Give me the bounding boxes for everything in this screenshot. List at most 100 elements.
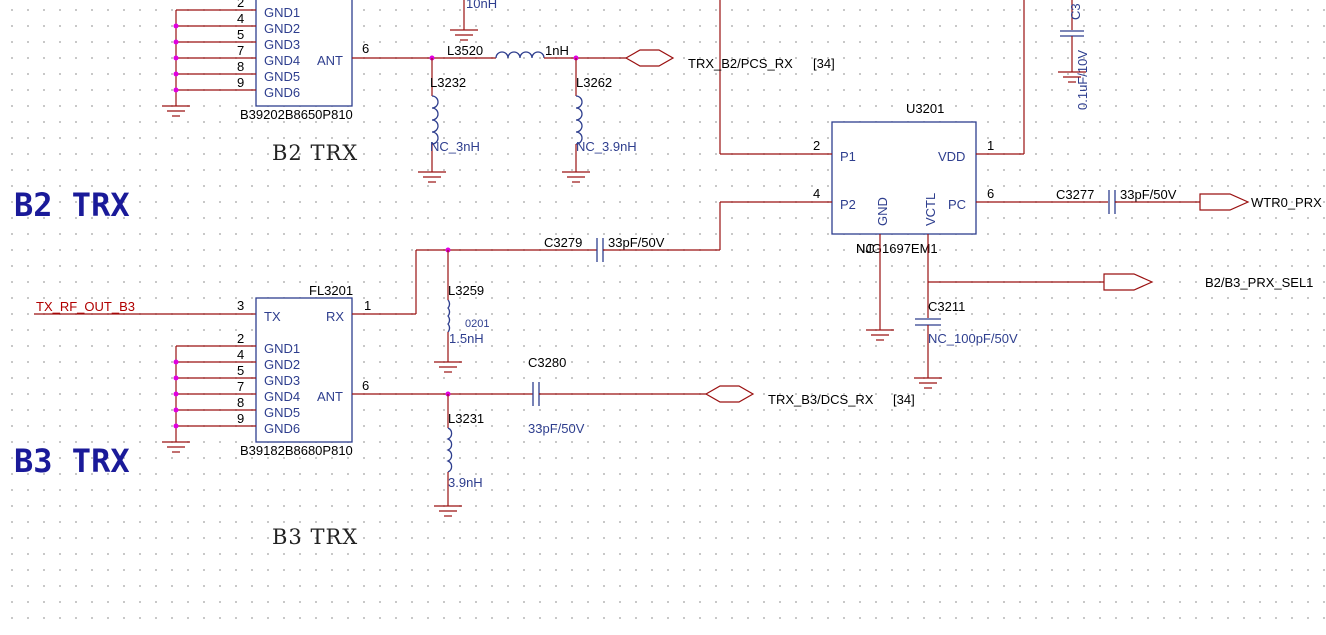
ref-l3259: L3259 xyxy=(448,283,484,298)
top-partial-capacitor: C3 0.1uF/10V xyxy=(1058,0,1090,110)
pin-label-tx: TX xyxy=(264,309,281,324)
capacitor-c3280[interactable]: C3280 33pF/50V xyxy=(528,355,706,436)
capacitor-c3211[interactable]: C3211 NC_100pF/50V xyxy=(914,299,1018,389)
ref-c3211: C3211 xyxy=(928,299,965,314)
capacitor-c3279[interactable]: C3279 33pF/50V xyxy=(448,235,720,262)
pin-number: 8 xyxy=(237,59,244,74)
inductor-l3262[interactable]: L3262 NC_3.9nH xyxy=(562,58,637,183)
ref-c3280: C3280 xyxy=(528,355,566,370)
value-l3520: 1nH xyxy=(545,43,569,58)
b3-rx-net: 1 xyxy=(352,247,451,315)
pin-label: GND6 xyxy=(264,85,300,100)
port-wtr0-prx[interactable] xyxy=(1199,193,1250,211)
pin-label: GND5 xyxy=(264,405,300,420)
pin-number: 6 xyxy=(987,186,994,201)
part-nc-u3201: NC xyxy=(856,241,875,256)
ref-fl3201: FL3201 xyxy=(309,283,353,298)
pin-label-ant: ANT xyxy=(317,53,343,68)
ref-l3520: L3520 xyxy=(447,43,483,58)
top-cap-value: 0.1uF/10V xyxy=(1075,50,1090,110)
pin-number: 9 xyxy=(237,75,244,90)
b3-section-title: B3 TRX xyxy=(14,442,130,480)
capacitor-c3277[interactable]: C3277 33pF/50V xyxy=(1056,187,1200,214)
pin-number: 5 xyxy=(237,363,244,378)
value-l3262: NC_3.9nH xyxy=(576,139,637,154)
inductor-l3231[interactable]: L3231 3.9nH xyxy=(434,394,484,517)
net-label-tx-rf-out: TX_RF_OUT_B3 xyxy=(36,299,135,314)
port-prx-sel[interactable] xyxy=(1103,273,1154,291)
pin-number: 3 xyxy=(237,298,244,313)
ref-c3279: C3279 xyxy=(544,235,582,250)
b3-section-label: B3 TRX xyxy=(272,525,358,549)
value-l3232: NC_3nH xyxy=(430,139,480,154)
ground-symbol xyxy=(434,505,462,517)
ground-symbol xyxy=(1058,71,1086,83)
value-c3279: 33pF/50V xyxy=(608,235,665,250)
part-number: B39182B8680P810 xyxy=(240,443,353,458)
ref-l3262: L3262 xyxy=(576,75,612,90)
pin-number: 2 xyxy=(813,138,820,153)
inductor-l3520[interactable] xyxy=(495,51,545,59)
ground-symbol xyxy=(450,29,478,41)
ground-symbol xyxy=(562,171,590,183)
switch-u3201[interactable]: U3201 P1 P2 VDD PC GND VCTL NJG1697EM1 N… xyxy=(831,101,977,256)
pin-number: 7 xyxy=(237,43,244,58)
pin-label: GND3 xyxy=(264,373,300,388)
b2-section-label: B2 TRX xyxy=(272,141,358,165)
pin-label: GND3 xyxy=(264,37,300,52)
pin-label: GND2 xyxy=(264,21,300,36)
pin-number: 1 xyxy=(364,298,371,313)
ref-c3277: C3277 xyxy=(1056,187,1094,202)
pin-label-p2: P2 xyxy=(840,197,856,212)
pin-number: 6 xyxy=(362,41,369,56)
ground-symbol xyxy=(434,361,462,373)
part-number-u3201: NJG1697EM1 xyxy=(856,241,938,256)
top-inductor-value: 10nH xyxy=(466,0,497,11)
value-c3211: NC_100pF/50V xyxy=(928,331,1018,346)
b3-ant-net: 6 xyxy=(352,378,533,397)
pin-number: 6 xyxy=(362,378,369,393)
inductor-l3232[interactable]: L3232 NC_3nH xyxy=(418,58,480,183)
pin-number: 2 xyxy=(237,331,244,346)
net-label: B2/B3_PRX_SEL1 xyxy=(1205,275,1313,290)
ref-l3232: L3232 xyxy=(430,75,466,90)
pin-number: 4 xyxy=(237,11,244,26)
pin-label: GND1 xyxy=(264,341,300,356)
net-sheet-ref: [34] xyxy=(813,56,835,71)
pin-number: 7 xyxy=(237,379,244,394)
value-c3277: 33pF/50V xyxy=(1120,187,1177,202)
b2-section-title: B2 TRX xyxy=(14,186,130,224)
port-trx-b3[interactable] xyxy=(704,385,755,403)
pin-label-gnd: GND xyxy=(875,197,890,226)
pin-label-vdd: VDD xyxy=(938,149,965,164)
net-label: TRX_B3/DCS_RX xyxy=(768,392,874,407)
pin-label: GND2 xyxy=(264,357,300,372)
pin-number: 4 xyxy=(237,347,244,362)
top-cap-ref: C3 xyxy=(1068,3,1083,20)
net-sheet-ref: [34] xyxy=(893,392,915,407)
pin-label: GND4 xyxy=(264,53,300,68)
ground-symbol xyxy=(418,171,446,183)
switch-wiring: 2 1 4 6 xyxy=(719,138,1108,341)
inductor-l3259[interactable]: L3259 0201 1.5nH xyxy=(434,250,489,373)
pin-number: 2 xyxy=(237,0,244,10)
pin-number: 9 xyxy=(237,411,244,426)
pin-label-pc: PC xyxy=(948,197,966,212)
ground-symbol xyxy=(162,105,190,117)
filter-fl3201[interactable]: FL3201 TX RX GND1 GND2 GND3 GND4 GND5 GN… xyxy=(240,283,353,458)
pin-label: GND1 xyxy=(264,5,300,20)
value-l3231: 3.9nH xyxy=(448,475,483,490)
b3-gnd-pins: 2 4 5 7 8 9 xyxy=(162,331,256,453)
pin-label-ant: ANT xyxy=(317,389,343,404)
pin-number: 4 xyxy=(813,186,820,201)
filter-b2[interactable]: GND1 GND2 GND3 GND4 GND5 GND6 ANT B39202… xyxy=(240,0,353,122)
pin-label-rx: RX xyxy=(326,309,344,324)
pin-label-p1: P1 xyxy=(840,149,856,164)
port-trx-b2[interactable] xyxy=(624,49,675,67)
pin-label: GND4 xyxy=(264,389,300,404)
top-partial-inductor: 10nH xyxy=(450,0,497,41)
ground-symbol xyxy=(866,329,894,341)
ref-u3201: U3201 xyxy=(906,101,944,116)
